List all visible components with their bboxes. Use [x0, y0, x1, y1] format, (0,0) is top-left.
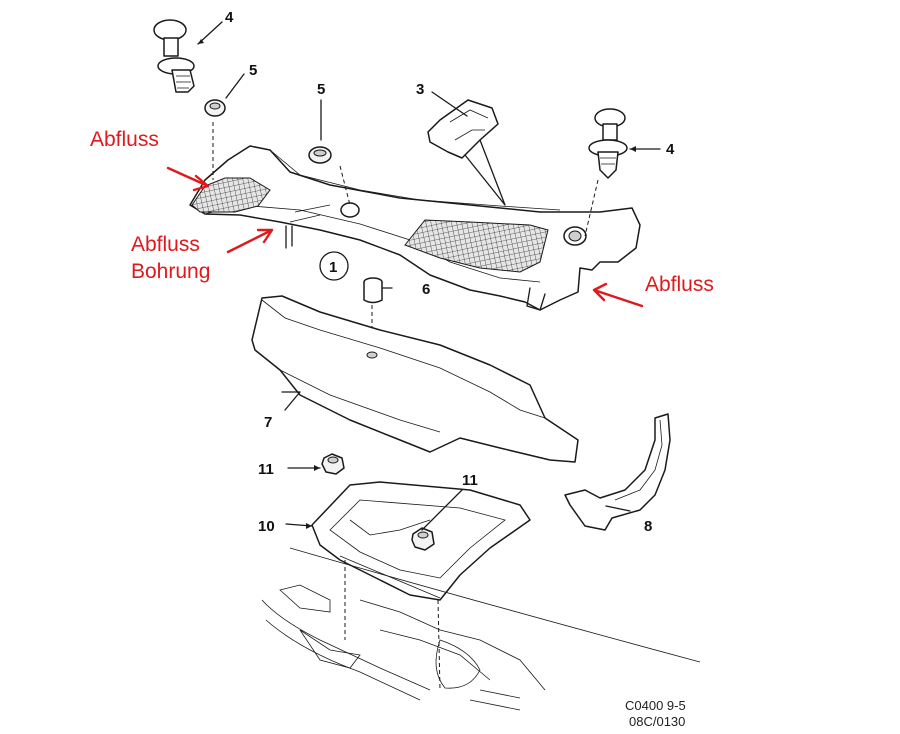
clip-fastener-right	[588, 108, 628, 179]
bracket	[427, 99, 506, 206]
callout-11-left: 11	[258, 461, 274, 478]
clip-fastener-left	[153, 19, 195, 93]
figure-code-line1: C0400 9-5	[625, 698, 686, 713]
leader-lines	[197, 21, 661, 531]
red-arrow-bohrung	[226, 228, 274, 254]
annotation-abfluss-bohrung-2: Bohrung	[131, 260, 210, 283]
callout-1: 1	[329, 259, 337, 276]
callout-4-top: 4	[225, 9, 234, 26]
cowl-panel	[189, 145, 641, 311]
callout-circle-1	[319, 251, 349, 281]
annotation-abfluss-left: Abfluss	[90, 128, 159, 151]
grille-right	[404, 219, 549, 273]
grommet-hole	[340, 202, 360, 218]
nut-left	[321, 453, 345, 475]
annotation-abfluss-right: Abfluss	[645, 273, 714, 296]
lower-cover-panel	[251, 295, 579, 463]
sleeve	[363, 277, 383, 355]
annotation-abfluss-bohrung-1: Abfluss	[131, 233, 200, 256]
callout-4-right: 4	[666, 141, 675, 158]
red-arrow-right	[592, 282, 644, 308]
callout-6: 6	[422, 281, 430, 298]
callout-5-left: 5	[249, 62, 257, 79]
vehicle-body-outline	[261, 547, 701, 711]
callout-5-mid: 5	[317, 81, 325, 98]
callout-11-right: 11	[462, 472, 478, 489]
figure-code-line2: 08C/0130	[629, 714, 685, 729]
grille-left	[191, 177, 271, 213]
callout-10: 10	[258, 518, 275, 535]
grommet-mid	[308, 146, 332, 164]
drain-pipe-left	[285, 225, 293, 249]
drain-pipe-right	[526, 287, 546, 311]
nut-right	[411, 527, 435, 551]
red-arrow-left	[166, 166, 210, 192]
grommet-left	[204, 99, 226, 117]
callout-8: 8	[644, 518, 652, 535]
side-trim	[564, 413, 671, 531]
callout-7: 7	[264, 414, 272, 431]
callout-3: 3	[416, 81, 424, 98]
